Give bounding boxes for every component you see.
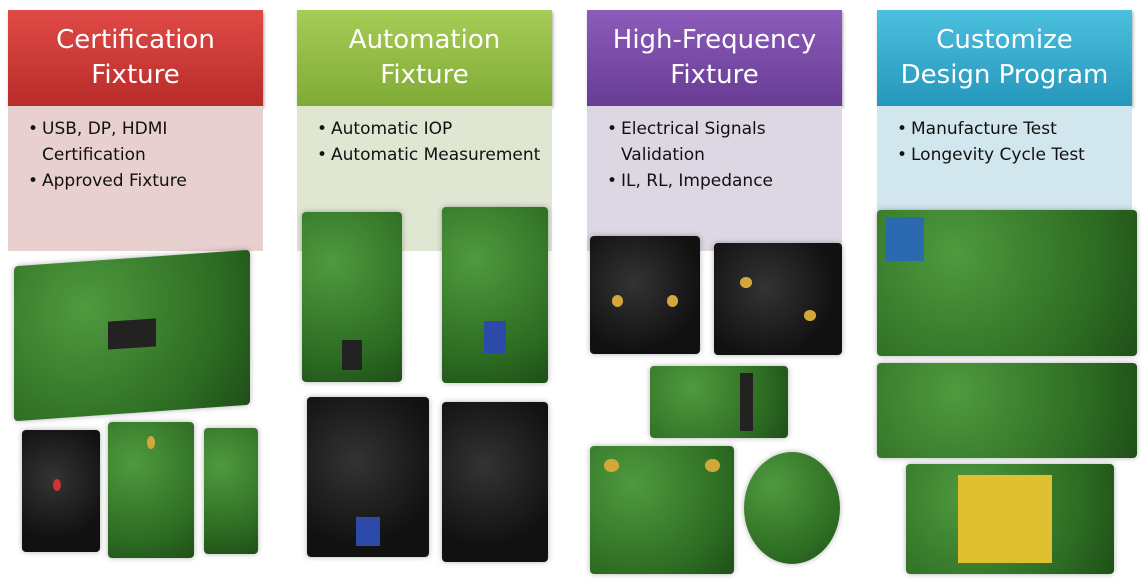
header-certification: Certification Fixture: [8, 10, 263, 106]
bullet: Automatic IOP: [317, 116, 542, 142]
hf-fixture-photo-2: [714, 243, 842, 355]
title: Customize: [936, 25, 1073, 55]
automation-board-photo-4: [442, 402, 548, 562]
bullet: Approved Fixture: [28, 168, 253, 194]
title: Certification: [56, 25, 215, 55]
hf-fixture-photo-5: [744, 452, 840, 564]
header-high-frequency: High-Frequency Fixture: [587, 10, 842, 106]
title: Fixture: [670, 60, 759, 90]
column-certification: Certification Fixture USB, DP, HDMI Cert…: [8, 10, 263, 251]
body-high-frequency: Electrical Signals ValidationIL, RL, Imp…: [587, 106, 842, 251]
automation-board-photo-3: [307, 397, 429, 557]
custom-board-photo-2: [877, 363, 1137, 458]
title: High-Frequency: [612, 25, 817, 55]
usb-c-adapter-photo: [108, 422, 194, 558]
bullet: Manufacture Test: [897, 116, 1122, 142]
header-automation: Automation Fixture: [297, 10, 552, 106]
title: Automation: [348, 25, 501, 55]
header-customize: Customize Design Program: [877, 10, 1132, 106]
title: Fixture: [91, 60, 180, 90]
hf-fixture-photo-3: [650, 366, 788, 438]
automation-board-photo-1: [302, 212, 402, 382]
certification-board-photo: [14, 249, 250, 422]
bullet: Automatic Measurement: [317, 142, 542, 168]
column-high-frequency: High-Frequency Fixture Electrical Signal…: [587, 10, 842, 251]
bullet: USB, DP, HDMI Certification: [28, 116, 253, 168]
title: Fixture: [380, 60, 469, 90]
custom-board-photo-1: [877, 210, 1137, 356]
hf-fixture-photo-4: [590, 446, 734, 574]
column-customize: Customize Design Program Manufacture Tes…: [877, 10, 1132, 251]
automation-board-photo-2: [442, 207, 548, 383]
hdmi-adapter-photo: [22, 430, 100, 552]
title: Design Program: [900, 60, 1109, 90]
bullet: Electrical Signals Validation: [607, 116, 832, 168]
custom-board-photo-3: [906, 464, 1114, 574]
bullet: Longevity Cycle Test: [897, 142, 1122, 168]
body-certification: USB, DP, HDMI CertificationApproved Fixt…: [8, 106, 263, 251]
hf-fixture-photo-1: [590, 236, 700, 354]
usb-a-adapter-photo: [204, 428, 258, 554]
bullet: IL, RL, Impedance: [607, 168, 832, 194]
